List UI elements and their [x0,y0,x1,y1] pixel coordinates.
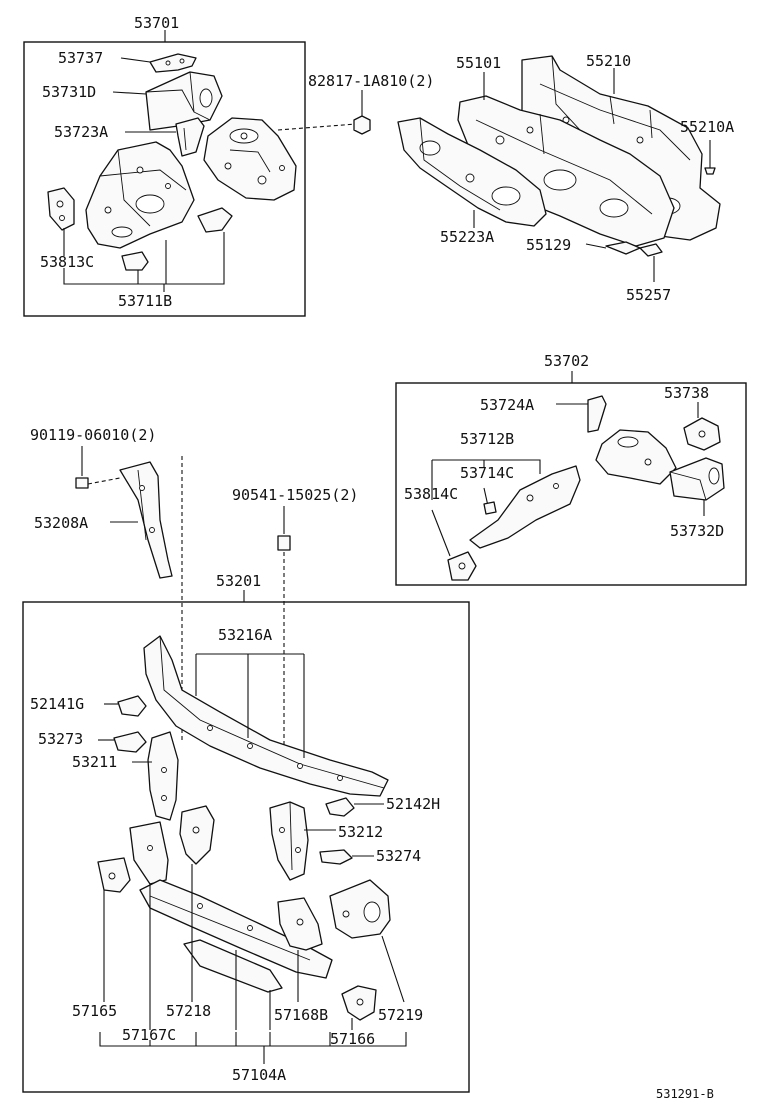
part-55257 [639,243,663,257]
part-strut-tower-right [595,429,677,485]
label-53813c: 53813C [40,253,94,271]
part-52142h [325,797,355,817]
part-53813c [47,187,75,231]
label-57218: 57218 [166,1002,211,1020]
group-53702-frame [395,382,747,586]
label-53216a: 53216A [218,626,272,644]
label-55129: 55129 [526,236,571,254]
label-53724a: 53724A [480,396,534,414]
part-53814c [447,551,477,581]
part-small-bracket-1 [121,251,149,271]
group-53201: 53201 53216A 52141G 53273 [22,572,470,1093]
label-57104a: 57104A [232,1066,286,1084]
label-57166: 57166 [330,1030,375,1048]
label-53714c: 53714C [460,464,514,482]
part-55223a [397,117,547,227]
part-53211 [147,731,179,821]
label-53711b: 53711B [118,292,172,310]
part-57165 [97,857,131,893]
label-55101: 55101 [456,54,501,72]
label-90119: 90119-06010(2) [30,426,156,444]
part-53711b-apron [85,141,195,249]
part-57219 [329,879,391,939]
part-53216a [143,635,389,797]
label-90541: 90541-15025(2) [232,486,358,504]
part-strut-tower-left [203,117,297,201]
part-57167c [129,821,169,885]
label-53274: 53274 [376,847,421,865]
label-53737: 53737 [58,49,103,67]
label-53732d: 53732D [670,522,724,540]
label-53212: 53212 [338,823,383,841]
label-55257: 55257 [626,286,671,304]
part-57168b [277,897,323,951]
label-82817: 82817-1A810(2) [308,72,434,90]
fastener-82817: 82817-1A810(2) [277,72,434,135]
label-57168b: 57168B [274,1006,328,1024]
part-52141g [117,695,147,717]
part-53732d [669,457,725,501]
label-53723a: 53723A [54,123,108,141]
part-53724a [587,395,607,433]
label-53702: 53702 [544,352,589,370]
group-53701: 53701 53737 53731D 53723A [23,14,306,317]
part-53738 [683,417,721,451]
part-57218 [179,805,215,865]
label-53273: 53273 [38,730,83,748]
group-53201-frame [22,601,470,1093]
group-53702: 53702 53724A 53738 53732D [395,352,747,586]
part-53274 [319,849,353,865]
label-53738: 53738 [664,384,709,402]
diagram-code: 531291-B [656,1087,714,1101]
label-55223a: 55223A [440,228,494,246]
label-53814c: 53814C [404,485,458,503]
part-53212 [269,801,309,881]
part-53731d [145,71,223,131]
part-53208a [119,461,173,579]
part-53712b [469,465,581,549]
group-dash-panel: 55101 55210 55210A 55223A 55129 55257 [397,52,734,304]
label-57219: 57219 [378,1006,423,1024]
part-53273 [113,731,147,753]
part-55210a: 55210A [680,118,734,175]
label-52141g: 52141G [30,695,84,713]
label-57167c: 57167C [122,1026,176,1044]
label-57165: 57165 [72,1002,117,1020]
label-53201: 53201 [216,572,261,590]
part-53208a-group: 90119-06010(2) 53208A [30,426,183,740]
part-53723a [175,117,205,157]
label-53712b: 53712B [460,430,514,448]
label-55210a: 55210A [680,118,734,136]
part-53714c [483,501,497,515]
part-53737 [149,53,197,73]
fastener-90119 [75,477,89,489]
label-55210: 55210 [586,52,631,70]
label-52142h: 52142H [386,795,440,813]
part-small-bracket-2 [197,207,233,233]
label-53208a: 53208A [34,514,88,532]
label-53701: 53701 [134,14,179,32]
fastener-90541: 90541-15025(2) [232,486,358,760]
part-57166 [341,985,377,1021]
part-57104a [139,879,333,993]
label-53731d: 53731D [42,83,96,101]
label-53211: 53211 [72,753,117,771]
